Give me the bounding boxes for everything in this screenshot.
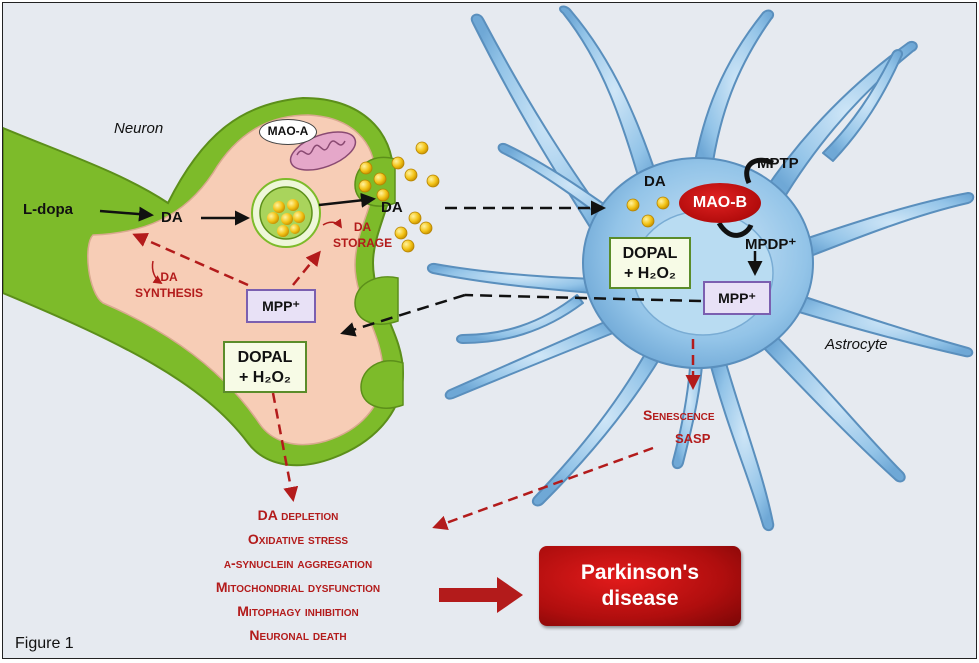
dopal-neuron-line-1: DOPAL: [237, 349, 293, 366]
dopal-astrocyte-line-1: DOPAL: [622, 245, 678, 262]
da-synthesis-label: DA SYNTHESIS: [135, 269, 203, 301]
da-astrocyte-label: DA: [644, 173, 666, 190]
senescence-label: Senescence: [643, 407, 715, 423]
figure-caption: Figure 1: [15, 635, 74, 652]
effect-item: Neuronal death: [249, 627, 347, 643]
dopal-astrocyte-line-2: + H₂O₂: [623, 265, 676, 282]
da-storage-label: DA STORAGE: [333, 219, 392, 251]
synaptic-vesicle: [251, 178, 321, 248]
black-arrows: [99, 157, 775, 337]
neuronal-effects-list: DA depletion Oxidative stress α-synuclei…: [153, 503, 443, 647]
mpdp-label: MPDP⁺: [745, 236, 797, 253]
parkinsons-disease-box: Parkinson's disease: [539, 546, 741, 626]
mpp-neuron-box: MPP⁺: [246, 289, 316, 323]
da-storage-line-2: STORAGE: [333, 236, 393, 250]
mpp-astrocyte-box: MPP⁺: [703, 281, 771, 315]
dopal-neuron-line-2: + H₂O₂: [238, 369, 291, 386]
ldopa-label: L-dopa: [23, 201, 73, 218]
mao-a-label: MAO-A: [259, 119, 317, 145]
effect-item: α-synuclein aggregation: [223, 555, 373, 571]
dopal-neuron-box: DOPAL + H₂O₂: [223, 341, 307, 393]
da-synthesis-line-1: DA: [160, 270, 178, 284]
effect-item: Mitophagy inhibition: [237, 603, 359, 619]
released-dopamine: [358, 141, 670, 253]
effect-item: Mitochondrial dysfunction: [215, 579, 381, 595]
da-neuron-label: DA: [161, 209, 183, 226]
red-solid-arrows: [151, 218, 342, 284]
effect-item: DA depletion: [257, 507, 339, 523]
big-arrow: [439, 577, 523, 613]
sasp-label: SASP: [675, 431, 711, 446]
da-release-label: DA: [381, 199, 403, 216]
astrocyte-cell: [427, 5, 975, 531]
pathway-diagram: [3, 5, 975, 613]
mao-b-enzyme: MAO-B: [679, 183, 761, 223]
neuron-label: Neuron: [114, 120, 164, 137]
da-synthesis-line-2: SYNTHESIS: [135, 286, 204, 300]
da-storage-line-1: DA: [353, 220, 372, 234]
red-arrows: [132, 232, 701, 530]
dopal-astrocyte-box: DOPAL + H₂O₂: [609, 237, 691, 289]
outcome-label: Parkinson's disease: [580, 561, 700, 610]
mptp-label: MPTP: [757, 155, 799, 172]
effect-item: Oxidative stress: [247, 531, 349, 547]
astrocyte-label: Astrocyte: [825, 336, 888, 353]
